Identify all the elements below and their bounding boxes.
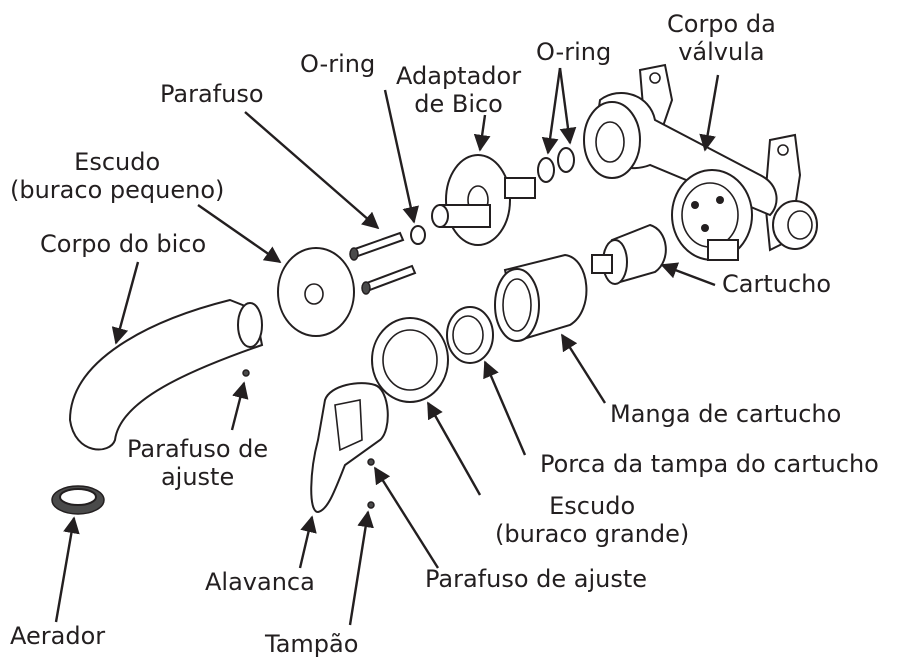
label-parafuso: Parafuso [160, 80, 264, 108]
valve-body-part [583, 63, 818, 261]
label-parafuso-de-ajuste-1: Parafuso de ajuste [127, 435, 269, 491]
lever-part [310, 382, 389, 514]
cap-nut-part [446, 306, 494, 364]
label-escudo-buraco-grande: Escudo (buraco grande) [495, 492, 690, 548]
label-escudo-buraco-pequeno: Escudo (buraco pequeno) [10, 148, 225, 204]
label-cartucho: Cartucho [722, 270, 832, 298]
o-ring-left-part [410, 225, 426, 245]
label-adaptador-de-bico: Adaptador de Bico [396, 62, 522, 118]
label-parafuso-de-ajuste-2: Parafuso de ajuste [425, 565, 648, 593]
label-corpo-do-bico: Corpo do bico [40, 230, 207, 258]
label-o-ring-right: O-ring [536, 38, 612, 66]
aerator-part [51, 485, 105, 515]
label-tampao: Tampão [265, 630, 359, 658]
cartridge-part [591, 223, 667, 285]
label-porca-da-tampa: Porca da tampa do cartucho [540, 450, 879, 478]
o-ring-right-b-part [557, 147, 575, 173]
small-shield-part [277, 247, 355, 337]
label-aerador: Aerador [10, 622, 106, 650]
label-manga-de-cartucho: Manga de cartucho [610, 400, 842, 428]
label-alavanca: Alavanca [205, 568, 315, 596]
large-shield-part [371, 317, 449, 403]
screws-part [349, 231, 417, 295]
label-o-ring-left: O-ring [300, 50, 376, 78]
spout-adapter-part [431, 154, 536, 246]
leader-lines [54, 67, 720, 626]
label-corpo-da-valvula: Corpo da válvula [667, 10, 776, 66]
spout-part [68, 298, 264, 451]
o-ring-right-a-part [537, 157, 555, 183]
cartridge-sleeve-part [494, 253, 588, 342]
